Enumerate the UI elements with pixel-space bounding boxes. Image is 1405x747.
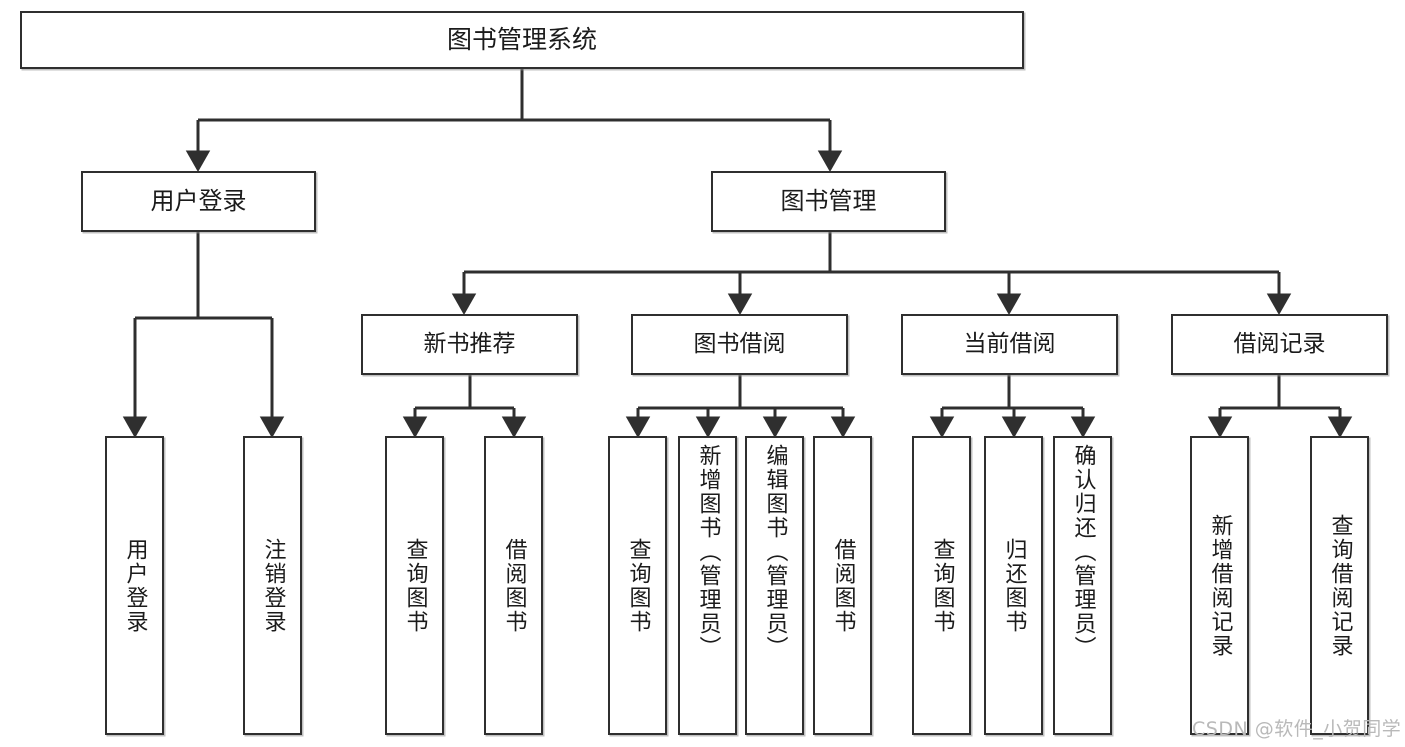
leaf-current-query-book-label: 查询图书 (929, 537, 955, 634)
leaf-user-logout[interactable]: 注销登录 (243, 436, 302, 735)
leaf-borrow-borrow-book-label: 借阅图书 (830, 537, 856, 634)
node-current-borrow-label: 当前借阅 (963, 331, 1056, 358)
leaf-borrow-add-book-admin[interactable]: 新增图书（管理员） (678, 436, 737, 735)
leaf-borrow-edit-book-admin-label: 编辑图书（管理员） (762, 444, 788, 660)
leaf-newbook-borrow-book-label: 借阅图书 (501, 537, 527, 634)
leaf-current-confirm-return-admin[interactable]: 确认归还（管理员） (1053, 436, 1112, 735)
node-new-book-recommend-label: 新书推荐 (423, 331, 516, 358)
node-borrow-records[interactable]: 借阅记录 (1171, 314, 1388, 375)
csdn-watermark: CSDN @软件_小贺同学 (1192, 718, 1402, 740)
leaf-records-add-record[interactable]: 新增借阅记录 (1190, 436, 1249, 735)
leaf-borrow-query-book[interactable]: 查询图书 (608, 436, 667, 735)
leaf-user-logout-label: 注销登录 (260, 537, 286, 634)
leaf-borrow-borrow-book[interactable]: 借阅图书 (813, 436, 872, 735)
node-borrow-records-label: 借阅记录 (1233, 331, 1326, 358)
leaf-records-query-record-label: 查询借阅记录 (1327, 513, 1353, 658)
node-root-system-label: 图书管理系统 (446, 24, 597, 54)
leaf-records-query-record[interactable]: 查询借阅记录 (1310, 436, 1369, 735)
node-new-book-recommend[interactable]: 新书推荐 (361, 314, 578, 375)
leaf-newbook-borrow-book[interactable]: 借阅图书 (484, 436, 543, 735)
node-book-management-label: 图书管理 (780, 186, 877, 215)
node-book-borrow-label: 图书借阅 (693, 331, 786, 358)
leaf-borrow-add-book-admin-label: 新增图书（管理员） (695, 444, 721, 660)
node-user-login[interactable]: 用户登录 (81, 171, 316, 232)
leaf-user-login[interactable]: 用户登录 (105, 436, 164, 735)
leaf-newbook-query-book[interactable]: 查询图书 (385, 436, 444, 735)
leaf-borrow-query-book-label: 查询图书 (625, 537, 651, 634)
leaf-borrow-edit-book-admin[interactable]: 编辑图书（管理员） (745, 436, 804, 735)
leaf-current-return-book-label: 归还图书 (1001, 537, 1027, 634)
leaf-current-confirm-return-admin-label: 确认归还（管理员） (1070, 444, 1096, 660)
leaf-current-return-book[interactable]: 归还图书 (984, 436, 1043, 735)
node-root-system[interactable]: 图书管理系统 (20, 11, 1024, 69)
leaf-user-login-label: 用户登录 (122, 537, 148, 634)
node-book-management[interactable]: 图书管理 (711, 171, 946, 232)
leaf-newbook-query-book-label: 查询图书 (402, 537, 428, 634)
leaf-records-add-record-label: 新增借阅记录 (1207, 513, 1233, 658)
node-book-borrow[interactable]: 图书借阅 (631, 314, 848, 375)
leaf-current-query-book[interactable]: 查询图书 (912, 436, 971, 735)
node-user-login-label: 用户登录 (150, 186, 247, 215)
node-current-borrow[interactable]: 当前借阅 (901, 314, 1118, 375)
